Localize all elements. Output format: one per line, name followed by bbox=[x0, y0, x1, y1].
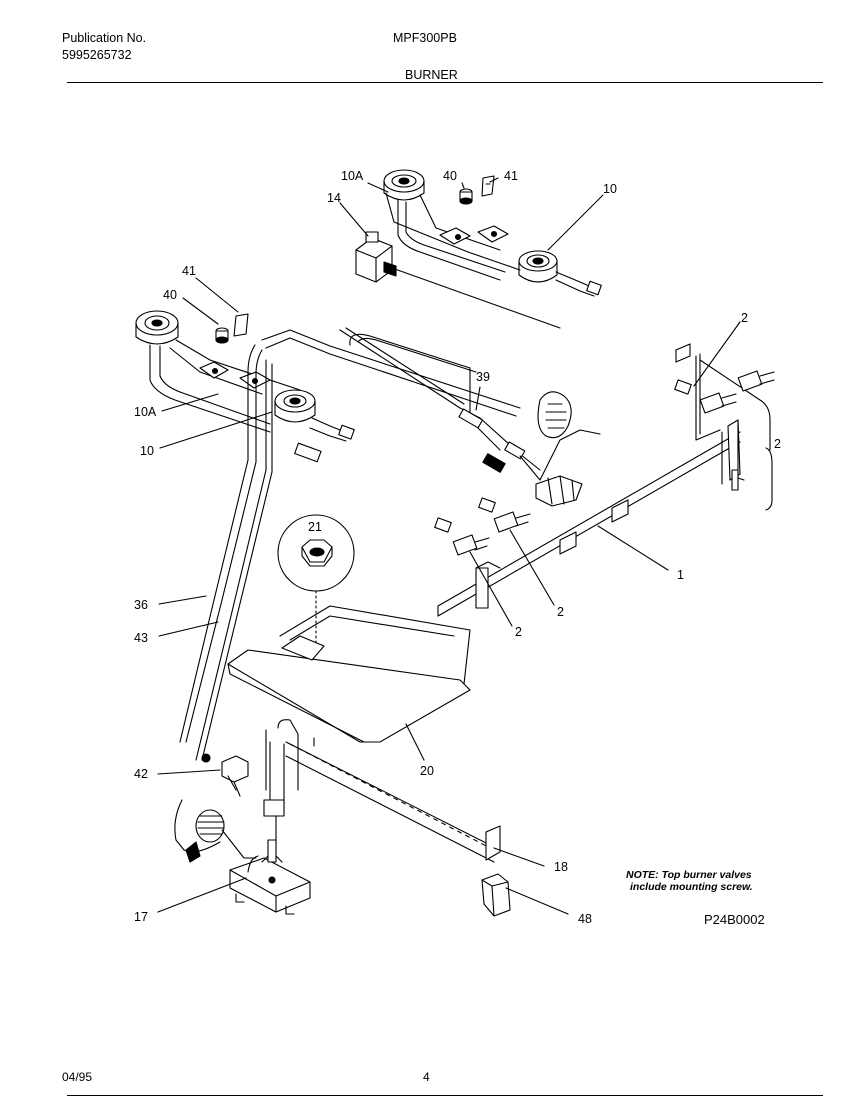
page-number: 4 bbox=[423, 1070, 430, 1084]
note-line-2: include mounting screw. bbox=[630, 881, 753, 893]
burner-bracket bbox=[482, 874, 510, 916]
callout-10-top: 10 bbox=[603, 182, 617, 196]
callout-36: 36 bbox=[134, 598, 148, 612]
callout-48: 48 bbox=[578, 912, 592, 926]
publication-label: Publication No. bbox=[62, 31, 147, 45]
callout-10A-left: 10A bbox=[134, 405, 157, 419]
publication-number: 5995265732 bbox=[62, 48, 132, 62]
callout-41-top: 41 bbox=[504, 169, 518, 183]
callout-40-left: 40 bbox=[163, 288, 177, 302]
top-burner-assembly-front bbox=[136, 311, 354, 462]
callout-2-mid-a: 2 bbox=[557, 605, 564, 619]
callout-17: 17 bbox=[134, 910, 148, 924]
callout-10A-top: 10A bbox=[341, 169, 364, 183]
oven-baffle bbox=[228, 606, 470, 742]
pressure-regulator bbox=[356, 232, 560, 328]
callout-2-right-upper: 2 bbox=[741, 311, 748, 325]
top-burner-assembly-rear bbox=[384, 170, 601, 296]
footer-date: 04/95 bbox=[62, 1070, 93, 1084]
drawing-id: P24B0002 bbox=[704, 912, 765, 927]
callout-2-right-side: 2 bbox=[774, 437, 781, 451]
igniter-bracket bbox=[202, 754, 248, 796]
callout-1: 1 bbox=[677, 568, 684, 582]
section-title: BURNER bbox=[405, 68, 458, 82]
nut-detail-callout bbox=[278, 515, 354, 650]
model-number: MPF300PB bbox=[393, 31, 457, 45]
callout-20: 20 bbox=[420, 764, 434, 778]
callout-2-mid-b: 2 bbox=[515, 625, 522, 639]
oven-safety-valve bbox=[175, 800, 310, 914]
igniter-clip-left bbox=[216, 314, 248, 343]
leader-lines bbox=[158, 178, 772, 914]
footer-rule bbox=[67, 1095, 823, 1096]
igniter-clip-top bbox=[460, 176, 494, 204]
callout-40-top: 40 bbox=[443, 169, 457, 183]
note-line-1: NOTE: Top burner valves bbox=[626, 869, 752, 881]
manifold-tubes bbox=[180, 330, 520, 760]
callout-42: 42 bbox=[134, 767, 148, 781]
callout-39: 39 bbox=[476, 370, 490, 384]
burner-valves bbox=[435, 371, 774, 608]
igniter-wire-harness bbox=[340, 328, 600, 506]
callout-14: 14 bbox=[327, 191, 341, 205]
callout-10-left: 10 bbox=[140, 444, 154, 458]
callout-21: 21 bbox=[308, 520, 322, 534]
oven-burner-tube bbox=[264, 720, 500, 862]
callout-18: 18 bbox=[554, 860, 568, 874]
header-rule bbox=[67, 82, 823, 83]
callout-41-left: 41 bbox=[182, 264, 196, 278]
callout-43: 43 bbox=[134, 631, 148, 645]
